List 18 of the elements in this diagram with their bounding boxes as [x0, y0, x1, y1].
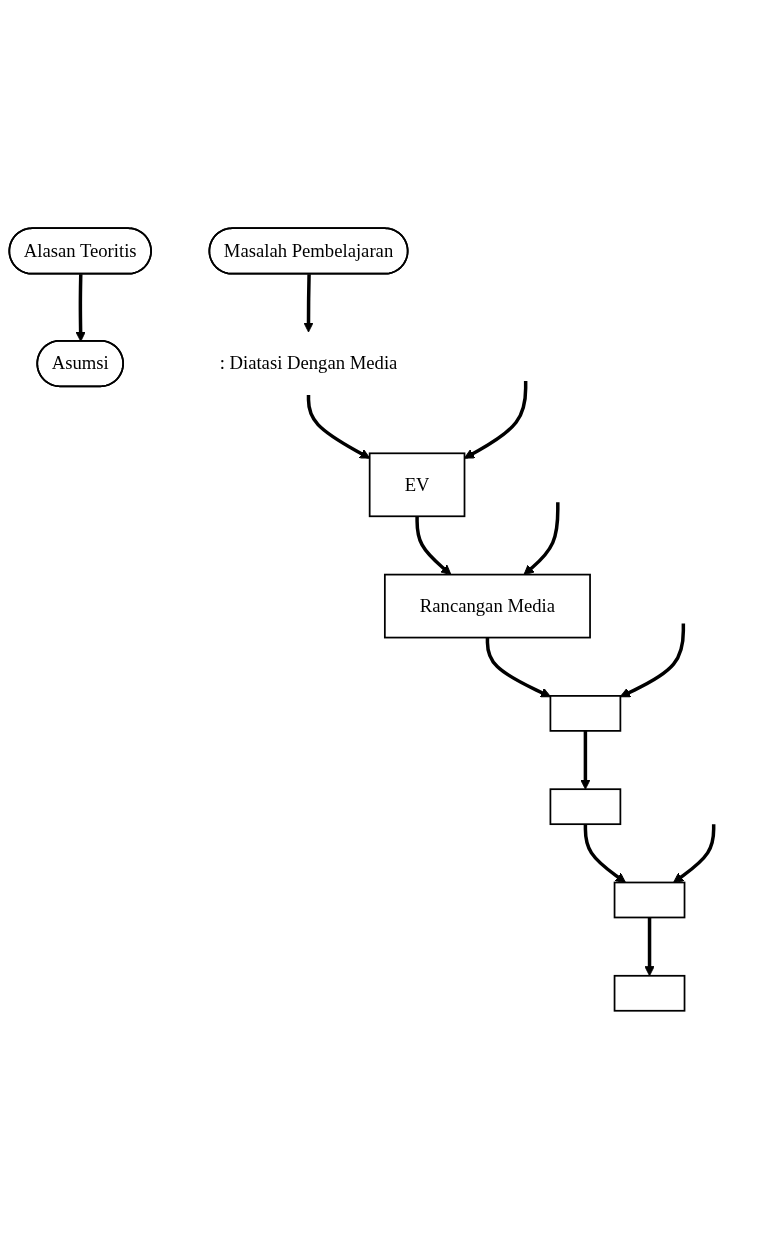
arrow — [485, 637, 551, 698]
arrow — [415, 516, 452, 576]
arrow — [464, 381, 528, 459]
node-box: EV — [368, 452, 466, 518]
arrow — [644, 917, 655, 977]
arrow — [580, 730, 591, 790]
node-box: Rancangan Media — [383, 573, 591, 639]
node-box — [613, 974, 686, 1012]
node-box — [613, 881, 686, 919]
arrow — [523, 502, 560, 576]
node-text: : Diatasi Dengan Media — [219, 353, 398, 373]
arrow — [583, 824, 626, 883]
arrow — [303, 274, 314, 333]
arrow — [75, 274, 86, 342]
arrow — [619, 623, 686, 698]
node-box — [549, 788, 622, 826]
arrow — [673, 824, 716, 883]
node-box — [549, 695, 622, 732]
